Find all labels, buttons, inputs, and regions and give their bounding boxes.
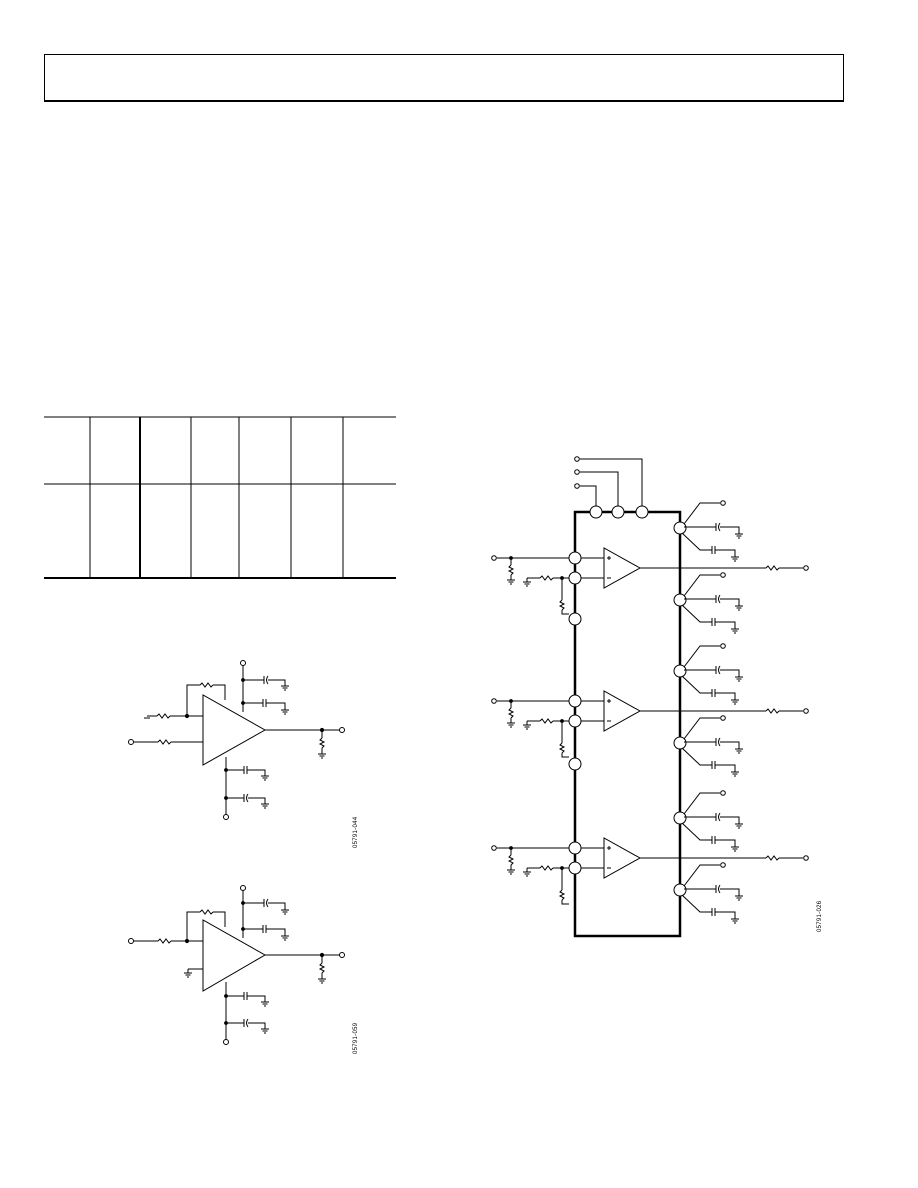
table-grid [44,416,396,579]
op-amp-triangle [202,694,267,766]
specification-table [44,415,396,581]
op-amp-triangle [202,919,267,992]
page-header-frame [44,54,844,102]
figure-code-right: 05791-026 [817,900,823,932]
